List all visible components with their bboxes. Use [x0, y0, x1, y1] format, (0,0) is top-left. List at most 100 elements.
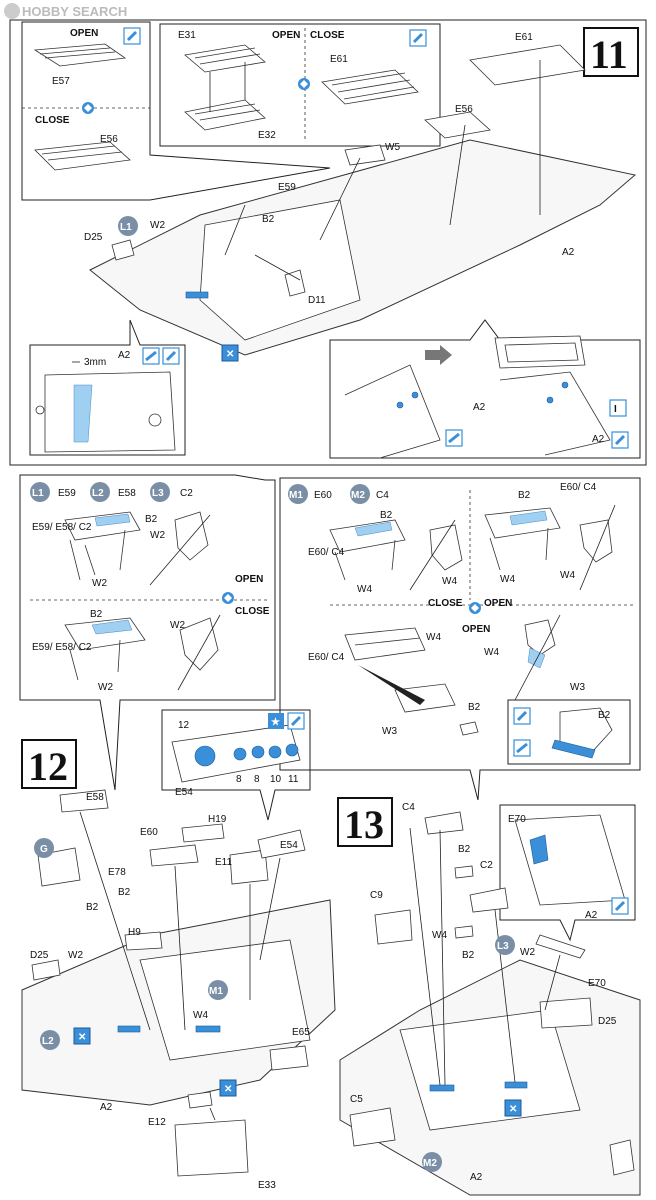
part-e60c4-a: E60/ C4 [308, 547, 345, 558]
gauge-11: 11 [288, 774, 299, 785]
part-w2-e: W2 [170, 620, 185, 631]
d11-part [284, 269, 306, 297]
part-e12: E12 [148, 1117, 166, 1128]
svg-text:I: I [614, 404, 617, 415]
part-b2-l2: B2 [90, 609, 103, 620]
part-e61-a: E61 [330, 54, 348, 65]
badge-l1-legend: L1 [30, 482, 50, 502]
part-w4-h: W4 [432, 930, 447, 941]
m-hatch-b [484, 504, 616, 591]
panel-l-hatches [19, 474, 276, 791]
paint-icon [409, 29, 427, 47]
part-b2-s13b: B2 [462, 950, 475, 961]
open-close-icon [82, 102, 94, 114]
part-w2-c: W2 [150, 530, 165, 541]
open-close-icon [222, 592, 234, 604]
paint-icon [611, 431, 629, 449]
hatch-open-detail [494, 335, 611, 456]
part-c9: C9 [370, 890, 383, 901]
part-e56-a: E56 [100, 134, 118, 145]
hull-floor-detail [35, 371, 176, 453]
paint-icon [611, 897, 629, 915]
part-w4-b: W4 [442, 576, 457, 587]
svg-text:M1: M1 [209, 986, 223, 997]
paint-icon [287, 712, 305, 730]
close-label-2: CLOSE [310, 30, 345, 41]
legend-m1: E60 [314, 490, 332, 501]
step-12-box [21, 739, 77, 789]
part-b2-m1: B2 [380, 510, 393, 521]
open-close-icon [298, 78, 310, 90]
part-d25-a: D25 [84, 232, 103, 243]
part-b2-s12b: B2 [86, 902, 99, 913]
part-e58: E58 [86, 792, 104, 803]
part-c5: C5 [350, 1094, 363, 1105]
paint-icon [123, 27, 141, 45]
part-w2-a: W2 [150, 220, 165, 231]
legend-l2: E58 [118, 488, 136, 499]
svg-text:✕: ✕ [226, 349, 234, 360]
part-w3-b: W3 [570, 682, 585, 693]
part-a2-d: A2 [592, 434, 605, 445]
part-b2-m2: B2 [518, 490, 531, 501]
part-e59e58c2-b: E59/ E58/ C2 [32, 642, 92, 653]
svg-text:✕: ✕ [78, 1032, 86, 1043]
svg-text:G: G [40, 844, 48, 855]
part-e54-b: E54 [280, 840, 298, 851]
part-h19: H19 [208, 814, 227, 825]
part-c2: C2 [480, 860, 493, 871]
part-e70-a: E70 [508, 814, 526, 825]
gauge-8a: 8 [236, 774, 242, 785]
badge-l1: L1 [118, 216, 138, 236]
watermark-logo: HOBBY SEARCH [4, 3, 127, 19]
part-e59-a: E59 [278, 182, 296, 193]
arrow-icon [425, 345, 452, 365]
badge-m1: M1 [208, 980, 228, 1000]
hull-step-11 [89, 44, 637, 356]
part-a2-g: A2 [470, 1172, 483, 1183]
open-label-2: OPEN [272, 30, 300, 41]
panel-m-hatches [279, 477, 641, 801]
svg-text:L2: L2 [92, 488, 104, 499]
badge-m2-legend: M2 [350, 484, 370, 504]
paint-icon [513, 707, 531, 725]
svg-text:M2: M2 [351, 490, 365, 501]
step-11-number: 11 [590, 32, 628, 77]
paint-icon [162, 347, 180, 365]
decal-icon [513, 739, 531, 757]
part-a2-b: A2 [118, 350, 131, 361]
badge-l2: L2 [40, 1030, 60, 1050]
gauge-10: 10 [270, 774, 282, 785]
part-e32: E32 [258, 130, 276, 141]
svg-text:★: ★ [271, 717, 280, 728]
svg-text:L1: L1 [120, 222, 132, 233]
part-d25-c: D25 [598, 1016, 617, 1027]
open-label-5: OPEN [462, 624, 490, 635]
open-label-3: OPEN [235, 574, 263, 585]
part-a2-f: A2 [585, 910, 598, 921]
glue-icon: ✕ [219, 1079, 237, 1097]
part-e11: E11 [215, 857, 232, 868]
legend-m2: C4 [376, 490, 389, 501]
e61-plate [469, 44, 586, 86]
open-label-4: OPEN [484, 598, 512, 609]
part-e70-b: E70 [588, 978, 606, 989]
svg-text:✕: ✕ [224, 1084, 232, 1095]
badge-m2: M2 [422, 1152, 442, 1172]
hatch-e31-drawing [184, 44, 266, 131]
legend-l1: E59 [58, 488, 76, 499]
part-b2-m4: B2 [598, 710, 611, 721]
blue-hatch-highlight [185, 291, 209, 299]
d25-part [111, 239, 135, 261]
part-w4-e: W4 [426, 632, 441, 643]
hatch-e61-drawing [321, 69, 419, 105]
gauge-12: 12 [178, 720, 190, 731]
l-hatch-open-drawing [64, 511, 211, 586]
badge-l3-legend: L3 [150, 482, 170, 502]
svg-text:✕: ✕ [509, 1104, 517, 1115]
inset-hatch-e57 [21, 21, 331, 201]
inset-3mm [29, 319, 186, 456]
part-d11: D11 [308, 295, 326, 306]
part-e65: E65 [292, 1027, 310, 1038]
